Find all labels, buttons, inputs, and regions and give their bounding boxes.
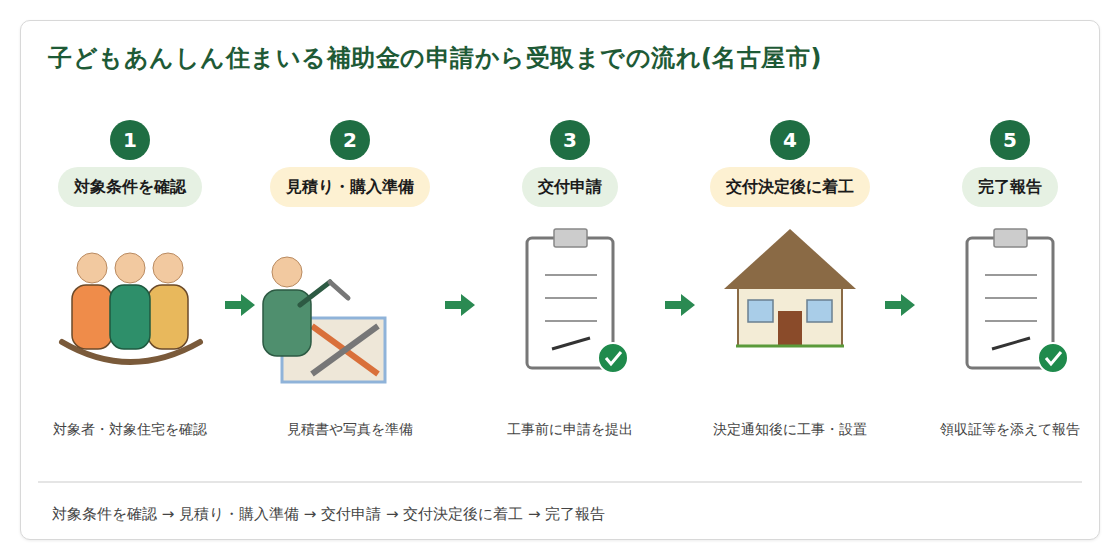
step-label-row: 交付決定後に着工 [695,167,885,207]
step-description: 見積書や写真を準備 [255,421,445,439]
step-column: 3 交付申請工事前に申請を提出 [475,115,665,450]
step-column: 5 完了報告領収証等を添えて報告 [915,115,1105,450]
step-column: 1 対象条件を確認対象者・対象住宅を確認 [35,115,225,450]
step-number: 1 [110,120,150,160]
step-number: 3 [550,120,590,160]
step-label: 交付申請 [522,167,618,207]
people-illustration [62,253,200,362]
flow-summary: 対象条件を確認 → 見積り・購入準備 → 交付申請 → 交付決定後に着工 → 完… [52,505,605,524]
step-column: 2 見積り・購入準備見積書や写真を準備 [255,115,445,450]
step-description: 工事前に申請を提出 [475,421,665,439]
step-description: 決定通知後に工事・設置 [695,421,885,439]
step-label: 対象条件を確認 [58,167,202,207]
clipboard-illustration [967,229,1068,373]
step-number: 4 [770,120,810,160]
house-illustration [724,229,856,346]
step-column: 4 交付決定後に着工決定通知後に工事・設置 [695,115,885,450]
step-label-row: 見積り・購入準備 [255,167,445,207]
step-label: 交付決定後に着工 [710,167,870,207]
step-description: 対象者・対象住宅を確認 [35,421,225,439]
separator-line [38,481,1082,483]
step-label-row: 対象条件を確認 [35,167,225,207]
flow-arrow [885,294,915,316]
flow-arrow [445,294,475,316]
flow-arrow [225,294,255,316]
step-number: 5 [990,120,1030,160]
step-label-row: 交付申請 [475,167,665,207]
estimate-illustration [263,257,385,382]
step-description: 領収証等を添えて報告 [915,421,1105,439]
clipboard-illustration [527,229,628,373]
diagram-title: 子どもあんしん住まいる補助金の申請から受取までの流れ(名古屋市) [48,42,822,74]
step-label: 完了報告 [962,167,1058,207]
step-label-row: 完了報告 [915,167,1105,207]
step-label: 見積り・購入準備 [270,167,430,207]
step-number: 2 [330,120,370,160]
flow-arrow [665,294,695,316]
